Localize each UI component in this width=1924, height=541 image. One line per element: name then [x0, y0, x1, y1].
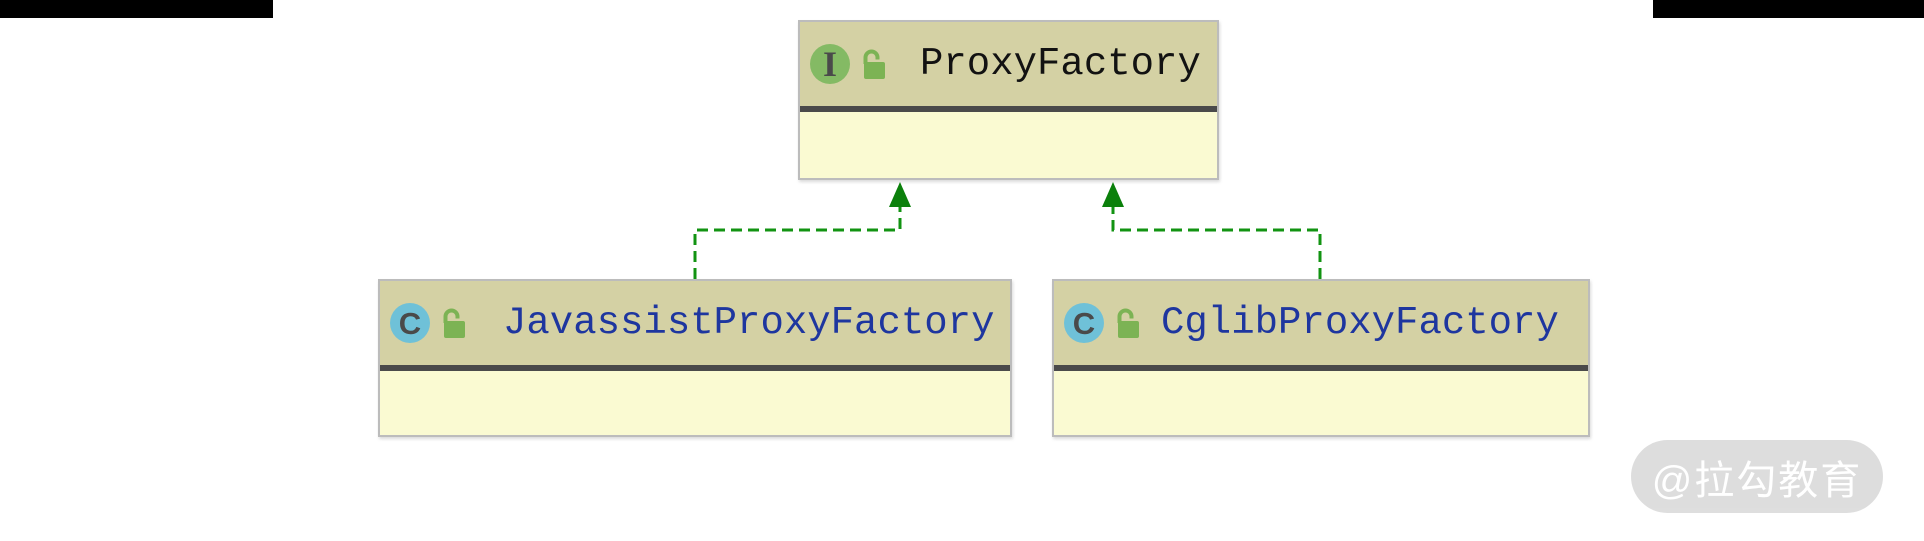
- header-separator: [1054, 365, 1588, 371]
- header-separator: [800, 106, 1217, 112]
- unlocked-padlock-icon: [863, 49, 885, 79]
- top-right-black-bar: [1653, 0, 1924, 18]
- uml-node-proxy-factory[interactable]: I ProxyFactory: [798, 20, 1219, 180]
- node-header: I ProxyFactory: [800, 22, 1217, 106]
- edge-cglib-implements-proxyfactory: [1102, 182, 1322, 279]
- node-members-area: [1054, 371, 1588, 435]
- interface-badge-letter: I: [822, 44, 837, 84]
- implements-arrowhead: [1102, 182, 1124, 207]
- node-header: C CglibProxyFactory: [1054, 281, 1588, 365]
- watermark-badge: @拉勾教育: [1631, 440, 1883, 513]
- class-icon: C: [390, 303, 430, 343]
- class-name-label: JavassistProxyFactory: [503, 301, 995, 345]
- class-icon: C: [1064, 303, 1104, 343]
- class-badge-letter: C: [398, 305, 422, 341]
- node-members-area: [380, 371, 1010, 435]
- class-name-label: ProxyFactory: [920, 42, 1201, 86]
- class-name-label: CglibProxyFactory: [1161, 301, 1559, 345]
- watermark-text: @拉勾教育: [1651, 458, 1863, 503]
- header-separator: [380, 365, 1010, 371]
- class-badge-letter: C: [1072, 305, 1096, 341]
- uml-node-cglib-proxy-factory[interactable]: C CglibProxyFactory: [1052, 279, 1590, 437]
- implements-arrowhead: [889, 182, 911, 207]
- interface-icon: I: [810, 44, 850, 84]
- node-header: C JavassistProxyFactory: [380, 281, 1010, 365]
- unlocked-padlock-icon: [1117, 308, 1139, 338]
- top-left-black-bar: [0, 0, 273, 18]
- node-members-area: [800, 112, 1217, 178]
- unlocked-padlock-icon: [443, 308, 465, 338]
- uml-node-javassist-proxy-factory[interactable]: C JavassistProxyFactory: [378, 279, 1012, 437]
- edge-javassist-implements-proxyfactory: [693, 182, 911, 279]
